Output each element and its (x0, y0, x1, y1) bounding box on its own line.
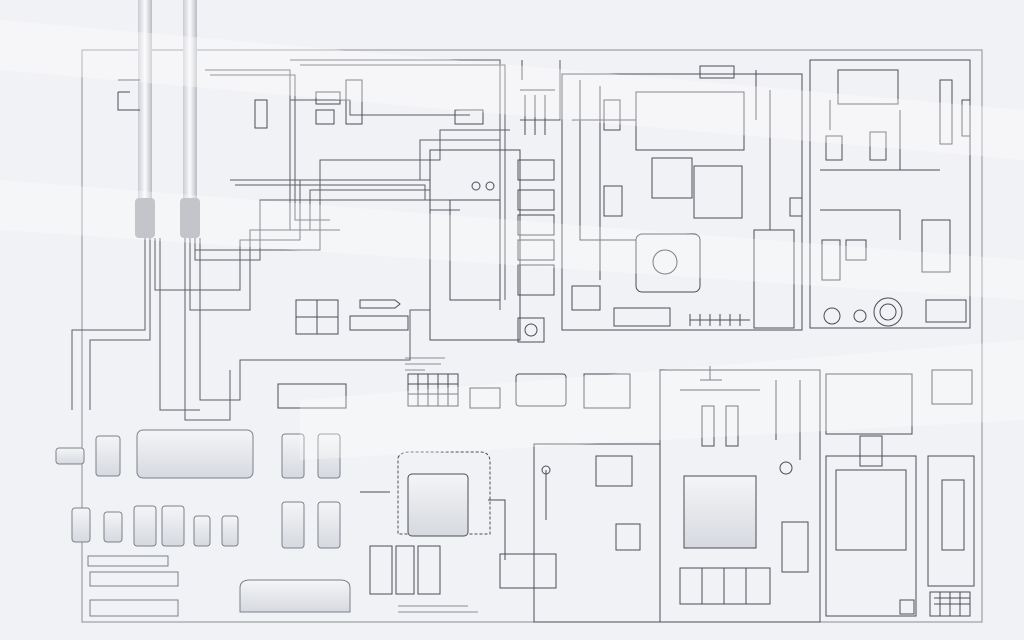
conduit-pipes (135, 0, 200, 238)
wire-bundle (71, 59, 561, 421)
light-overlay (0, 20, 1024, 460)
label-glyphs (398, 357, 478, 613)
control-panel-lower-right (533, 366, 975, 623)
control-panel-center (561, 65, 803, 331)
devices-lower-left (55, 429, 351, 617)
center-components (360, 373, 631, 595)
sheet-border (81, 49, 983, 623)
upper-left-components (117, 60, 555, 409)
control-panel-right (809, 59, 971, 329)
